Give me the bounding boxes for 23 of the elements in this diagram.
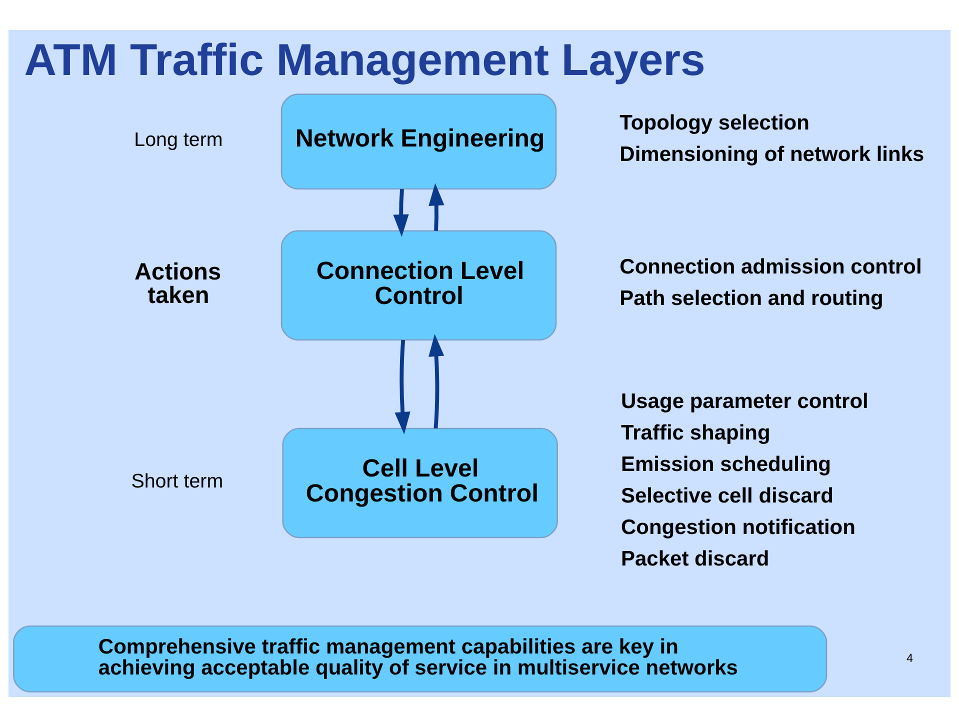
node-label: Traffic shaping <box>620 421 770 444</box>
arrow <box>428 334 444 429</box>
node-label: Connection admission control <box>620 255 922 278</box>
node-label: Packet discard <box>620 547 770 570</box>
node-box: Connection Level Control <box>280 230 557 341</box>
node-label: Emission scheduling <box>620 452 832 476</box>
node-label: Selective cell discard <box>620 484 834 508</box>
node-label: Usage parameter control <box>620 390 868 413</box>
node-box: Network Engineering <box>280 94 557 190</box>
node-label: Topology selection <box>620 112 810 135</box>
label: Short term <box>131 470 224 493</box>
node-label: Congestion notification <box>620 516 856 539</box>
arrow <box>394 340 410 434</box>
node-label: Dimensioning of network links <box>620 143 924 166</box>
node-box: Comprehensive traffic management capabilities are key in achieving acceptable quality of service in multiservice networks <box>13 625 828 692</box>
label: Actions taken <box>134 259 222 309</box>
node-label: Path selection and routing <box>620 286 884 310</box>
diagram-title: ATM Traffic Management Layers <box>24 36 706 85</box>
label: Long term <box>134 129 223 152</box>
arrow <box>428 183 444 231</box>
label: 4 <box>906 650 914 665</box>
node-box: Cell Level Congestion Control <box>282 428 558 538</box>
arrow <box>393 188 409 237</box>
